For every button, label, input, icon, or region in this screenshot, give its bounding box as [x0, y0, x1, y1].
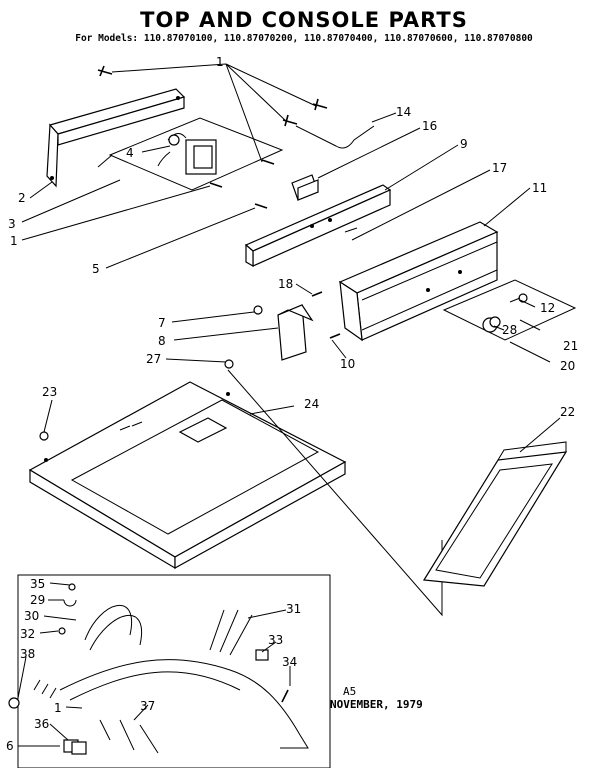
callout-10: 10: [340, 357, 355, 371]
console-glass: [422, 441, 568, 587]
wiring-harness: [8, 574, 331, 768]
revision-date: NOVEMBER, 1979: [330, 698, 423, 711]
page-title: TOP AND CONSOLE PARTS: [140, 8, 468, 32]
callout-23: 23: [42, 385, 57, 399]
callout-20: 20: [560, 359, 575, 373]
callout-1b: 1: [10, 234, 18, 248]
callout-17: 17: [492, 161, 507, 175]
callout-numbers: 1 14 16 9 17 11 4 2 3 1 5 18 12 28 21 20…: [6, 55, 578, 753]
callout-35: 35: [30, 577, 45, 591]
callout-12: 12: [540, 301, 555, 315]
callout-29: 29: [30, 593, 45, 607]
timer-mount: [108, 117, 284, 191]
callout-21: 21: [563, 339, 578, 353]
callout-16: 16: [422, 119, 437, 133]
revision-code: A5: [343, 685, 357, 698]
callout-28: 28: [502, 323, 517, 337]
callout-24: 24: [304, 397, 319, 411]
callout-32: 32: [20, 627, 35, 641]
callout-8: 8: [158, 334, 166, 348]
callout-1c: 1: [54, 701, 62, 715]
callout-1: 1: [216, 55, 224, 69]
callout-14: 14: [396, 105, 411, 119]
callout-27: 27: [146, 352, 161, 366]
callout-9: 9: [460, 137, 468, 151]
callout-33: 33: [268, 633, 283, 647]
screws-part-1: [97, 65, 328, 209]
callout-31: 31: [286, 602, 301, 616]
model-numbers: For Models: 110.87070100, 110.87070200, …: [75, 33, 533, 44]
knob-assembly: [442, 279, 577, 341]
callout-36: 36: [34, 717, 49, 731]
callout-22: 22: [560, 405, 575, 419]
clip-bracket: [291, 174, 319, 201]
console-end-cap: [253, 291, 341, 361]
callout-30: 30: [24, 609, 39, 623]
callout-5: 5: [92, 262, 100, 276]
callout-4: 4: [126, 146, 134, 160]
ground-wire: [295, 125, 375, 149]
callout-3: 3: [8, 217, 16, 231]
top-panel: [28, 359, 347, 570]
control-rail: [244, 184, 392, 268]
rear-bracket: [46, 88, 186, 188]
callout-34: 34: [282, 655, 297, 669]
callout-38: 38: [20, 647, 35, 661]
callout-7: 7: [158, 316, 166, 330]
callout-6: 6: [6, 739, 14, 753]
console-channel: [338, 221, 499, 342]
callout-leaders: [17, 63, 561, 747]
callout-37: 37: [140, 699, 155, 713]
callout-18: 18: [278, 277, 293, 291]
callout-11: 11: [532, 181, 547, 195]
callout-2: 2: [18, 191, 26, 205]
